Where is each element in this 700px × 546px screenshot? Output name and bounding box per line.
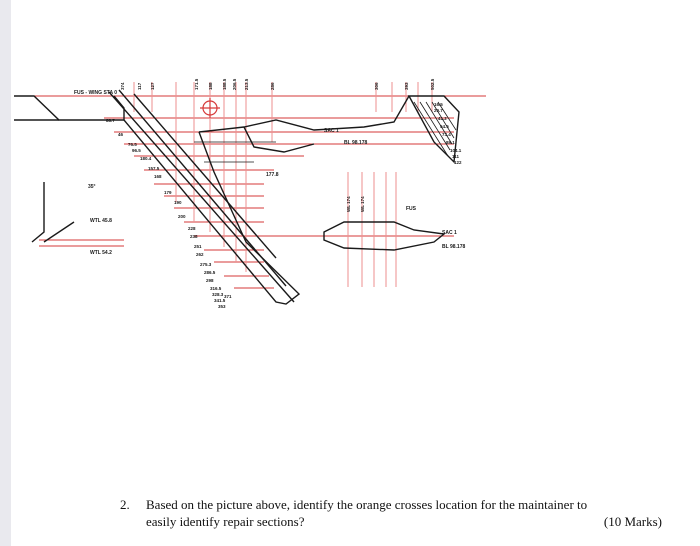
right-station-label: 54.5 (440, 124, 449, 129)
top-ruler-labels: 374 117 127 171.5 188 188.5 206.5 213.5 … (120, 78, 435, 90)
question-text-line2: easily identify repair sections? (146, 514, 305, 529)
wing-station-label: 190 (174, 200, 182, 205)
wl-label-2: WTL 54.2 (90, 250, 112, 256)
bl-label-2: BL 98.178 (442, 244, 465, 250)
wing-station-label: 275.3 (200, 262, 212, 267)
ruler-label: 286 (270, 82, 275, 90)
wing-station-label: 76.5 (128, 142, 137, 147)
right-station-label: 16.5 (434, 102, 443, 107)
wing-station-label: 371 (224, 294, 232, 299)
ruler-label: 393 (404, 82, 409, 90)
ruler-label: 171.5 (194, 78, 199, 90)
wing-station-label: 46 (118, 132, 124, 137)
diagram-svg: FUS - WING STA 0 SAC 1 BL 98.178 BL 98.1… (14, 78, 486, 309)
bl-label-1: BL 98.178 (344, 140, 367, 146)
wing-station-label: 96.5 (132, 148, 141, 153)
wing-station-label: 180.4 (140, 156, 152, 161)
sac-label-2: SAC 1 (442, 230, 457, 236)
right-station-label: 104.1 (450, 148, 462, 153)
wing-station-label: 200 (178, 214, 186, 219)
wing-station-label: 157.5 (148, 166, 160, 171)
wing-station-label: 298 (206, 278, 214, 283)
wing-station-label: 88.7 (106, 118, 115, 123)
angle-label: 35° (88, 184, 96, 190)
wing-station-label: 286.5 (204, 270, 216, 275)
ruler-label: 213.5 (244, 78, 249, 90)
wing-station-label: 328.3 (212, 292, 224, 297)
ruler-label: 117 (137, 82, 142, 90)
ruler-label: 306 (374, 82, 379, 90)
wing-structure-diagram: FUS - WING STA 0 SAC 1 BL 98.178 BL 98.1… (14, 72, 486, 312)
ruler-label: 206.5 (232, 78, 237, 90)
ruler-label: 502.5 (430, 78, 435, 90)
right-station-label: 89.1 (446, 140, 455, 145)
right-station-label: 111 (452, 154, 460, 159)
wl-vertical-labels: WL 174 WL 174 (346, 196, 365, 212)
question-marks: (10 Marks) (603, 514, 662, 529)
wing-station-label: 316.5 (210, 286, 222, 291)
ruler-label: 188.5 (222, 78, 227, 90)
station-label-177: 177.8 (266, 172, 279, 178)
right-station-label: 41.2 (438, 116, 447, 121)
right-station-label: 73.4 (442, 132, 451, 137)
ruler-label: 188 (208, 82, 213, 90)
question-number: 2. (120, 497, 130, 512)
window-edge-strip (0, 0, 11, 546)
centerline-label: FUS - WING STA 0 (74, 90, 117, 96)
sac-label-1: SAC 1 (324, 128, 339, 134)
wl-vertical-label: WL 174 (346, 196, 351, 212)
fus-label: FUS (406, 206, 417, 212)
wing-outline (14, 89, 460, 305)
wing-station-label: 251 (194, 244, 202, 249)
wing-station-label: 168 (154, 174, 162, 179)
wl-label-1: WTL 45.8 (90, 218, 112, 224)
wing-station-label: 353 (218, 304, 226, 309)
orange-cross-marker (200, 98, 220, 118)
wing-rib-hatching (194, 101, 457, 163)
wl-vertical-label: WL 174 (360, 196, 365, 212)
question-text-line1: Based on the picture above, identify the… (146, 497, 588, 512)
red-reference-lines (14, 95, 486, 289)
right-station-label: 29.7 (434, 108, 443, 113)
wing-station-label: 238 (190, 234, 198, 239)
wing-station-label: 341.5 (214, 298, 226, 303)
wing-station-label: 228 (188, 226, 196, 231)
ruler-label: 127 (150, 82, 155, 90)
right-station-label: 122 (454, 160, 462, 165)
ruler-label: 374 (120, 82, 125, 90)
wing-station-label: 179 (164, 190, 172, 195)
wing-station-label: 262 (196, 252, 204, 257)
